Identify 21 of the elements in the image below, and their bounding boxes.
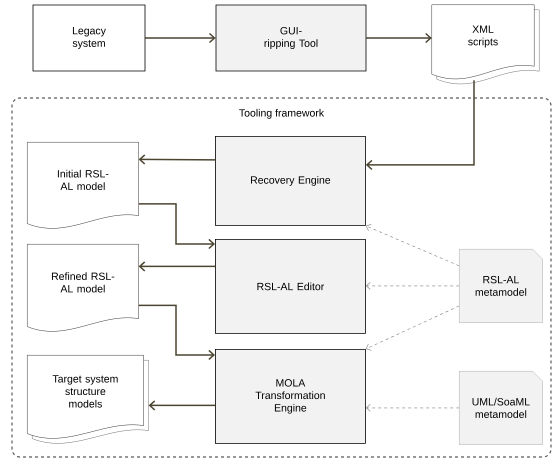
- process-box: RSL-AL Editor: [215, 239, 366, 334]
- arrow: [138, 304, 215, 360]
- document-stack: XML scripts: [432, 4, 540, 84]
- framework-frame: [11, 97, 552, 458]
- process-box: Recovery Engine: [215, 136, 366, 226]
- arrow: [138, 261, 215, 272]
- arrow: [138, 154, 216, 164]
- process-box: GUI-ripping Tool: [216, 4, 366, 72]
- arrow: [366, 80, 475, 170]
- process-box: MOLA Transformation Engine: [215, 349, 366, 444]
- arrow: [138, 203, 215, 250]
- document-stack: Target system structure models: [27, 355, 149, 444]
- frame-title: Tooling framework: [239, 108, 324, 119]
- dashed-arrow: [366, 282, 460, 290]
- arrow: [148, 400, 215, 410]
- dashed-arrow: [366, 404, 460, 412]
- process-box: Legacy system: [32, 4, 146, 72]
- arrow: [145, 32, 216, 44]
- dashed-arrow: [366, 224, 460, 266]
- arrow: [366, 32, 432, 44]
- dashed-arrow: [366, 306, 460, 351]
